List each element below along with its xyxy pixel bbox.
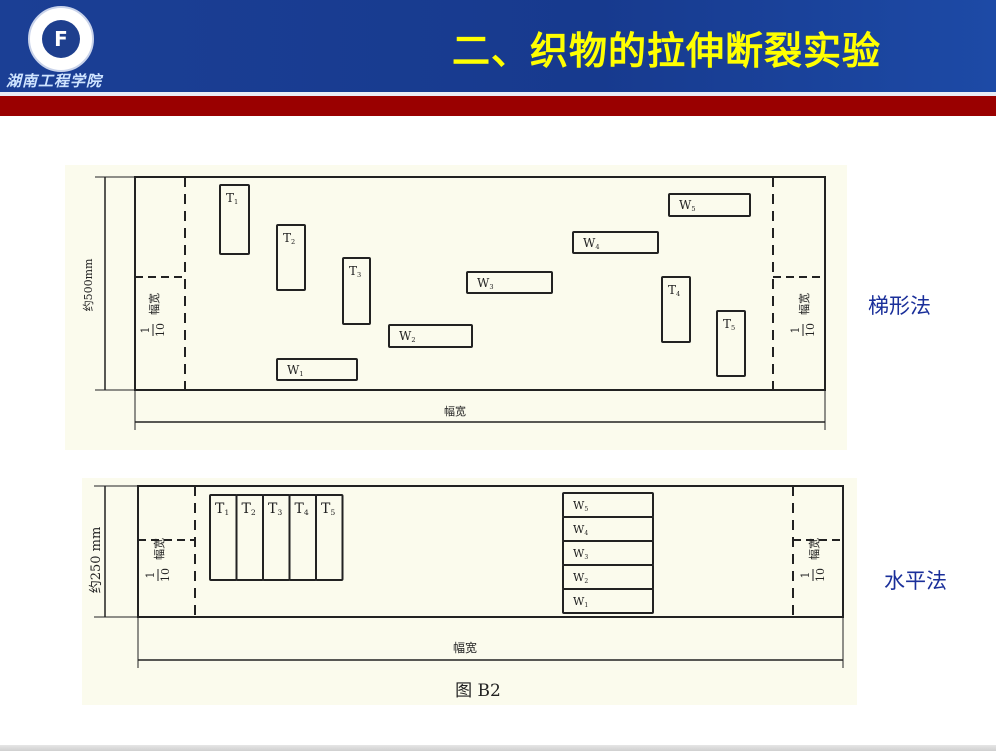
height-label: 约250 mm xyxy=(89,527,104,594)
header-divider xyxy=(0,92,996,96)
specimen-t5-label: T5 xyxy=(723,317,735,332)
fraction-numerator-right: 1 xyxy=(789,327,802,334)
specimen-t1-label: T1 xyxy=(215,501,229,517)
specimen-t4-label: T4 xyxy=(668,283,680,298)
specimen-t2-outline xyxy=(276,224,306,291)
logo-emblem-icon: F xyxy=(42,20,80,58)
specimen-w2-label: W2 xyxy=(399,329,416,344)
specimen-w4-label: W4 xyxy=(573,523,588,537)
specimen-t5-label: T5 xyxy=(321,501,335,517)
slide-footer xyxy=(0,745,996,751)
fraction-unit-right: 幅宽 xyxy=(797,293,811,315)
slide-title: 二、织物的拉伸断裂实验 xyxy=(452,29,882,73)
fraction-denominator-left: 10 xyxy=(159,568,172,582)
specimen-w3-label: W3 xyxy=(573,547,588,561)
figure-caption: 图 B2 xyxy=(455,681,501,701)
specimen-w2-outline xyxy=(388,324,473,348)
specimen-t3-outline xyxy=(342,257,371,325)
fraction-unit-left: 幅宽 xyxy=(152,538,166,560)
fraction-denominator-left: 10 xyxy=(154,323,167,337)
specimen-t1-outline xyxy=(219,184,250,255)
specimen-w1-label: W1 xyxy=(287,363,304,378)
specimen-w2-label: W2 xyxy=(573,571,588,585)
specimen-t2-label: T2 xyxy=(283,231,295,246)
slide-header xyxy=(0,0,996,92)
fraction-unit-right: 幅宽 xyxy=(807,538,821,560)
specimen-w1-label: W1 xyxy=(573,595,588,609)
width-label: 幅宽 xyxy=(444,404,466,418)
fraction-unit-left: 幅宽 xyxy=(147,293,161,315)
header-red-band xyxy=(0,96,996,116)
specimen-t1-label: T1 xyxy=(226,191,238,206)
specimen-t4-label: T4 xyxy=(295,501,309,517)
fraction-denominator-right: 10 xyxy=(814,568,827,582)
fraction-numerator-left: 1 xyxy=(144,572,157,579)
trapezoid-method-label: 梯形法 xyxy=(868,294,931,318)
fraction-denominator-right: 10 xyxy=(804,323,817,337)
specimen-w4-outline xyxy=(572,231,659,254)
fraction-numerator-left: 1 xyxy=(139,327,152,334)
specimen-w5-outline xyxy=(668,193,751,217)
specimen-w5-label: W5 xyxy=(679,198,696,213)
school-logo: F xyxy=(28,6,94,72)
specimen-t2-label: T2 xyxy=(242,501,256,517)
specimen-t5-outline xyxy=(315,494,344,581)
specimen-w4-label: W4 xyxy=(583,236,600,251)
specimen-t4-outline xyxy=(661,276,691,343)
specimen-t5-outline xyxy=(716,310,746,377)
specimen-w3-label: W3 xyxy=(477,276,494,291)
specimen-w1-outline xyxy=(276,358,358,381)
fraction-numerator-right: 1 xyxy=(799,572,812,579)
fabric-outline xyxy=(134,176,826,391)
specimen-w3-outline xyxy=(466,271,553,294)
horizontal-method-label: 水平法 xyxy=(884,569,947,593)
height-label: 约500mm xyxy=(82,258,95,311)
specimen-w1-outline xyxy=(562,588,654,614)
fabric-outline xyxy=(137,485,844,618)
specimen-t3-label: T3 xyxy=(268,501,282,517)
width-label: 幅宽 xyxy=(453,640,477,655)
specimen-t3-label: T3 xyxy=(349,264,361,279)
specimen-w5-label: W5 xyxy=(573,499,588,513)
school-name: 湖南工程学院 xyxy=(6,72,103,90)
